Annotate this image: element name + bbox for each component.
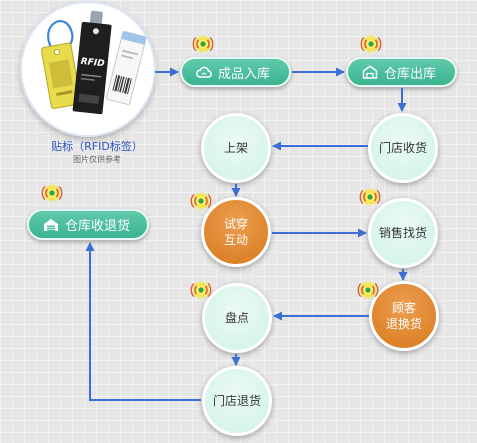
black-tag: RFID [72,10,112,115]
step-sales-find: 销售找货 [368,198,438,268]
step-customer-return: 顾客 退换货 [369,281,439,351]
rfid-tags-picture: RFID [22,3,154,135]
step-label-line2: 退换货 [385,317,422,331]
warehouse-icon [44,218,58,231]
step-inventory: 盘点 [202,283,272,353]
step-store-return: 门店退货 [202,366,272,436]
step-label-line1: 顾客 [391,301,416,315]
rfid-signal-icon [193,35,213,54]
step-label: 仓库出库 [384,66,437,82]
yellow-tag [40,42,82,109]
step-label: 门店收货 [378,141,427,155]
step-warehouse-out: 仓库出库 [346,57,457,87]
step-label: 仓库收退货 [65,219,131,234]
rfid-signal-icon [191,192,211,211]
rfid-signal-icon [361,35,381,54]
step-label: 销售找货 [378,226,427,240]
step-label-line1: 试穿 [223,217,248,231]
tag-label: RFID [80,57,105,69]
step-label: 盘点 [224,311,249,325]
source-caption: 贴标（RFID标签） [51,140,143,153]
source-note: 图片仅供参考 [73,155,121,164]
step-label-line2: 互动 [223,233,248,247]
rfid-signal-icon [42,184,62,203]
step-try-on: 试穿 互动 [201,197,271,267]
cloud-icon [196,66,212,78]
step-label: 门店退货 [212,394,261,408]
step-label: 成品入库 [218,66,271,82]
step-warehouse-return-in: 仓库收退货 [27,209,149,240]
warehouse-icon [362,65,378,79]
step-label: 上架 [223,141,248,155]
rfid-signal-icon [360,188,380,207]
flow-arrow-return [85,242,201,401]
step-shelving: 上架 [201,113,271,183]
step-store-receive: 门店收货 [368,113,438,183]
rfid-tags-image: RFID [40,10,147,115]
white-tag [106,31,147,105]
step-finished-goods-in: 成品入库 [180,57,291,87]
